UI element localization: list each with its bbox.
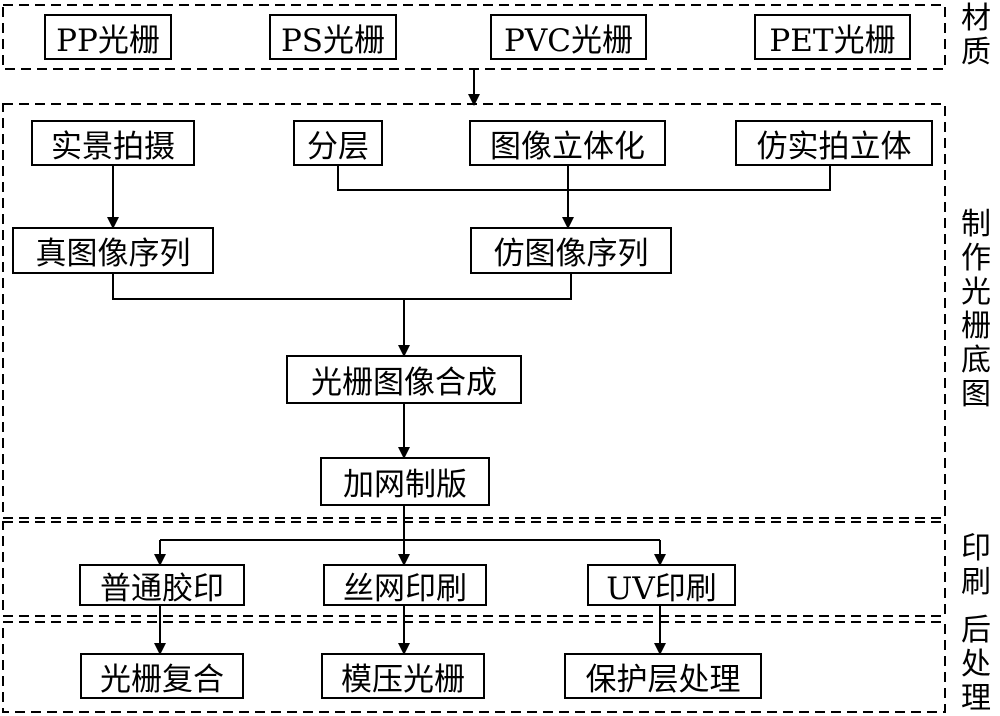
real-sequence-box: 真图像序列: [12, 227, 214, 274]
uv-printing-box: UV印刷: [587, 564, 736, 607]
offset-printing-box: 普通胶印: [79, 564, 245, 607]
image-3d-box: 图像立体化: [469, 120, 666, 166]
material-ps-box: PS光栅: [269, 14, 397, 60]
merge-line-imitation: [337, 166, 831, 191]
material-pvc-box: PVC光栅: [490, 14, 647, 60]
grating-synthesis-box: 光栅图像合成: [286, 355, 522, 404]
material-pet-box: PET光栅: [754, 14, 911, 60]
merge-line-sequences: [112, 274, 572, 300]
making-section-frame: [2, 103, 946, 519]
post-section-frame: [2, 621, 946, 713]
printing-section-label: 印 刷: [961, 531, 991, 600]
embossing-grating-box: 模压光栅: [321, 653, 485, 699]
protective-layer-box: 保护层处理: [564, 653, 762, 699]
layering-box: 分层: [293, 120, 383, 166]
imitation-sequence-box: 仿图像序列: [470, 227, 672, 274]
post-section-label: 后 处 理: [961, 613, 991, 716]
making-section-label: 制 作 光 栅 底 图: [961, 207, 991, 412]
screening-plate-box: 加网制版: [320, 457, 490, 506]
screen-printing-box: 丝网印刷: [323, 564, 487, 607]
real-shot-box: 实景拍摄: [31, 120, 195, 166]
printing-section-frame: [2, 521, 946, 617]
material-pp-box: PP光栅: [44, 14, 172, 60]
materials-section-label: 材 质: [961, 1, 991, 70]
imitation-3d-box: 仿实拍立体: [735, 120, 933, 166]
grating-composite-box: 光栅复合: [80, 653, 244, 699]
